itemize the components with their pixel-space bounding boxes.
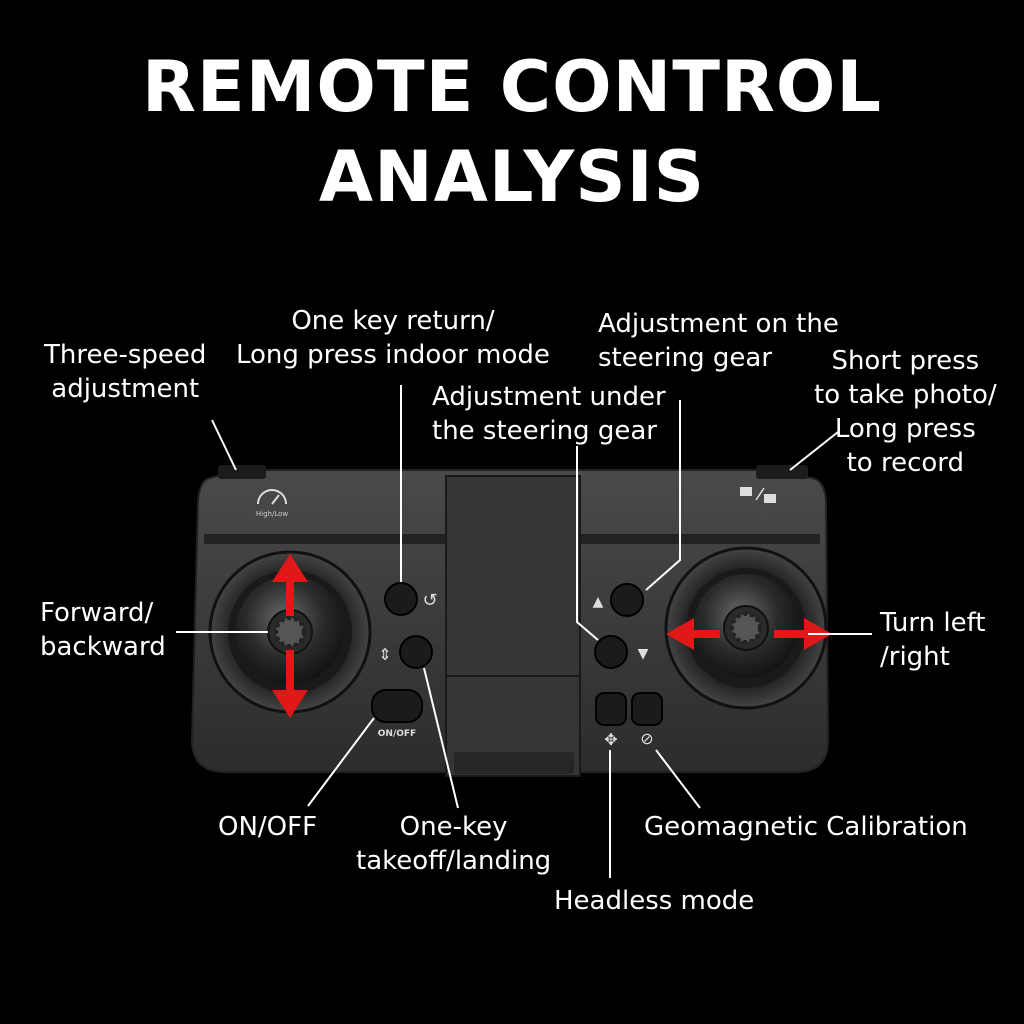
label-geomagnetic-calibration: Geomagnetic Calibration bbox=[644, 812, 968, 842]
label-three-speed-adjustment: Three-speed adjustment bbox=[44, 338, 206, 406]
headless-mode-icon: ✥ bbox=[604, 730, 617, 749]
label-line: takeoff/landing bbox=[356, 846, 552, 876]
page-title-line-2: ANALYSIS bbox=[318, 136, 706, 218]
takeoff-landing-icon: ⇕ bbox=[378, 645, 391, 664]
speed-icon-text: High/Low bbox=[256, 510, 289, 518]
label-line: backward bbox=[40, 632, 166, 662]
trim-down-button bbox=[594, 635, 628, 669]
headless-mode-button bbox=[595, 692, 627, 726]
label-line: Long press bbox=[834, 414, 976, 444]
label-forward-backward: Forward/ backward bbox=[40, 596, 166, 664]
label-line: to take photo/ bbox=[814, 380, 997, 410]
calibration-icon: ⊘ bbox=[640, 729, 653, 748]
left-joystick bbox=[208, 550, 372, 714]
label-adjustment-under-steering-gear: Adjustment under the steering gear bbox=[432, 380, 666, 448]
leader-lines bbox=[176, 385, 872, 878]
on-off-button bbox=[371, 689, 423, 723]
right-joystick bbox=[664, 546, 828, 710]
label-takeoff-landing: One-key takeoff/landing bbox=[356, 810, 551, 878]
takeoff-landing-button bbox=[399, 635, 433, 669]
trim-up-button bbox=[610, 583, 644, 617]
label-line: steering gear bbox=[598, 343, 773, 373]
label-line: Long press indoor mode bbox=[236, 340, 550, 370]
label-line: Forward/ bbox=[40, 598, 154, 628]
photo-shoulder-button bbox=[756, 465, 808, 479]
label-line: One key return/ bbox=[291, 306, 495, 336]
trim-down-icon: ▼ bbox=[638, 646, 649, 662]
label-line: Adjustment under bbox=[432, 382, 666, 412]
forward-backward-arrow-icon bbox=[272, 554, 308, 718]
label-line: Turn left bbox=[880, 608, 986, 638]
label-photo-record: Short press to take photo/ Long press to… bbox=[814, 344, 997, 480]
return-icon: ↺ bbox=[422, 590, 437, 611]
label-line: Adjustment on the bbox=[598, 309, 839, 339]
label-line: One-key bbox=[399, 812, 508, 842]
page-title-line-1: REMOTE CONTROL bbox=[141, 46, 883, 128]
label-on-off: ON/OFF bbox=[218, 812, 318, 842]
trim-up-icon: ▲ bbox=[593, 594, 604, 610]
label-one-key-return: One key return/ Long press indoor mode bbox=[236, 304, 550, 372]
one-key-return-button bbox=[384, 582, 418, 616]
camera-video-icon bbox=[740, 487, 776, 503]
three-speed-shoulder-button bbox=[218, 465, 266, 479]
label-adjustment-on-steering-gear: Adjustment on the steering gear bbox=[598, 307, 839, 375]
label-line: adjustment bbox=[51, 374, 200, 404]
label-line: the steering gear bbox=[432, 416, 657, 446]
on-off-button-text: ON/OFF bbox=[378, 729, 416, 739]
controller-body: High/Low bbox=[190, 465, 830, 777]
geomagnetic-calibration-button bbox=[631, 692, 663, 726]
label-line: Short press bbox=[831, 346, 980, 376]
label-line: to record bbox=[846, 448, 965, 478]
label-headless-mode: Headless mode bbox=[554, 886, 755, 916]
speed-dial-icon bbox=[257, 489, 287, 505]
label-turn-left-right: Turn left /right bbox=[880, 606, 986, 674]
label-line: /right bbox=[880, 642, 950, 672]
label-line: Three-speed bbox=[44, 340, 207, 370]
